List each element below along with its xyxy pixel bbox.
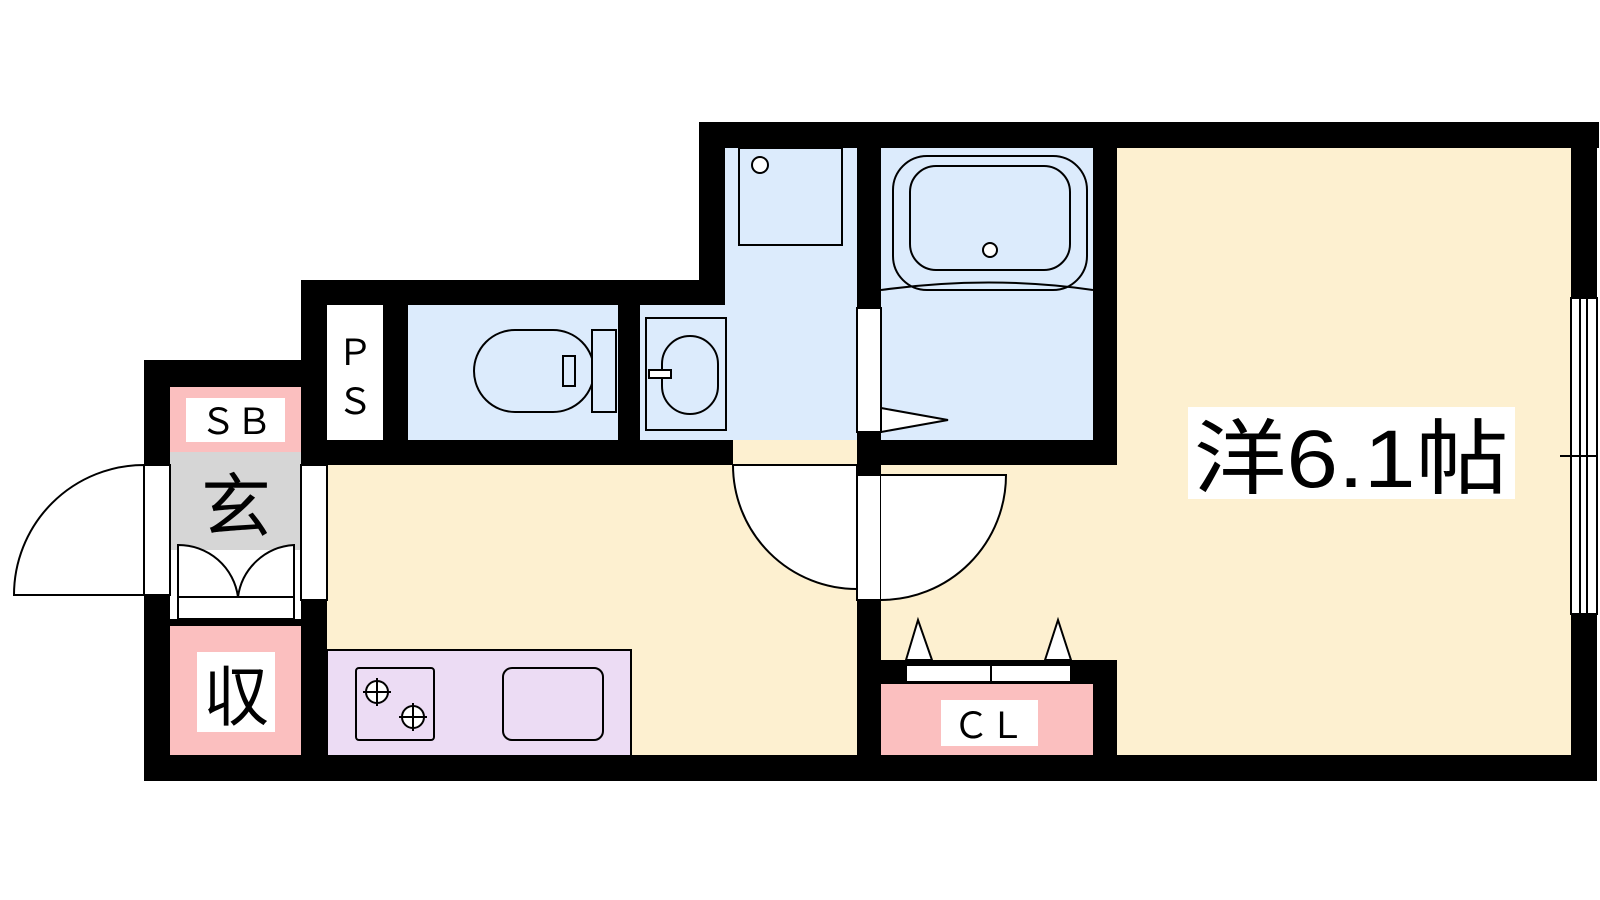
wall-washroom-left xyxy=(699,122,725,305)
sink-faucet xyxy=(648,369,672,379)
openings xyxy=(143,307,882,601)
closet-door-panel-right xyxy=(990,664,1072,683)
kitchen-sink xyxy=(502,667,604,741)
pipe-space-label-top: Ｐ xyxy=(337,333,373,374)
room-door-swing xyxy=(880,474,1008,601)
shoe-box-label: ＳＢ xyxy=(200,402,272,443)
wall-storage-top xyxy=(170,619,301,626)
pipe-space-floor xyxy=(327,305,383,440)
wall-middle-horizontal-a xyxy=(301,440,733,465)
shoe-box-base xyxy=(177,596,295,620)
closet-door-leaf-right xyxy=(1043,616,1073,661)
wall-left-top xyxy=(144,360,305,387)
bath-door-leaf xyxy=(880,406,949,434)
bathtub-inner xyxy=(909,165,1071,271)
western-room-label: 洋6.1帖 xyxy=(1194,414,1509,505)
wall-middle-horizontal-b xyxy=(857,440,1117,465)
fixtures xyxy=(355,147,1094,741)
wall-toilet-right xyxy=(618,305,640,440)
stove-cooktop xyxy=(355,667,435,741)
wall-top-right xyxy=(699,122,1599,148)
storage-label: 収 xyxy=(203,659,269,736)
washroom-door-gap xyxy=(733,440,857,465)
shoe-box-label-bg xyxy=(186,398,285,442)
stove-burner-2-cross xyxy=(399,703,427,731)
wall-ps-left xyxy=(301,280,327,465)
closet-doors xyxy=(904,616,1073,683)
entrance-inner-gap xyxy=(300,464,328,601)
closet-door-panel-left xyxy=(905,664,992,683)
front-door-swing xyxy=(12,464,145,596)
window-right xyxy=(1560,297,1598,615)
toilet-seat-hinge xyxy=(562,355,576,387)
pipe-space-label-bottom: Ｓ xyxy=(337,382,373,423)
bathtub-drain xyxy=(982,242,998,258)
entrance-label-bg xyxy=(197,463,275,541)
closet-label: ＣＬ xyxy=(953,706,1025,747)
washing-machine-drain xyxy=(751,156,769,174)
storage-label-bg xyxy=(197,652,275,732)
shoe-box-door-left xyxy=(177,543,239,598)
wall-bath-left-lower xyxy=(857,432,881,475)
wall-center-lower xyxy=(857,600,881,781)
wall-entrance-right-lower xyxy=(301,600,327,781)
washroom-door-swing xyxy=(732,464,858,591)
wall-toilet-top xyxy=(301,280,725,305)
bath-floor-edge xyxy=(880,281,1094,291)
stove-burner-1-cross xyxy=(363,678,391,706)
room-door-gap xyxy=(856,474,882,601)
closet-label-bg xyxy=(941,700,1038,746)
toilet-tank xyxy=(591,329,617,413)
labels: 洋6.1帖 玄 収 ＳＢ Ｐ Ｓ ＣＬ xyxy=(186,333,1515,747)
western-room-label-bg xyxy=(1188,407,1515,499)
wall-ps-right xyxy=(383,305,408,465)
entrance-label: 玄 xyxy=(201,466,271,548)
bath-door-gap xyxy=(856,307,882,433)
doors xyxy=(12,406,1008,620)
closet-door-leaf-left xyxy=(904,616,934,661)
wall-bath-right xyxy=(1093,122,1117,465)
shoe-box-door-right xyxy=(237,543,295,598)
wall-bath-left xyxy=(857,122,881,308)
entrance-door-gap xyxy=(143,464,171,596)
